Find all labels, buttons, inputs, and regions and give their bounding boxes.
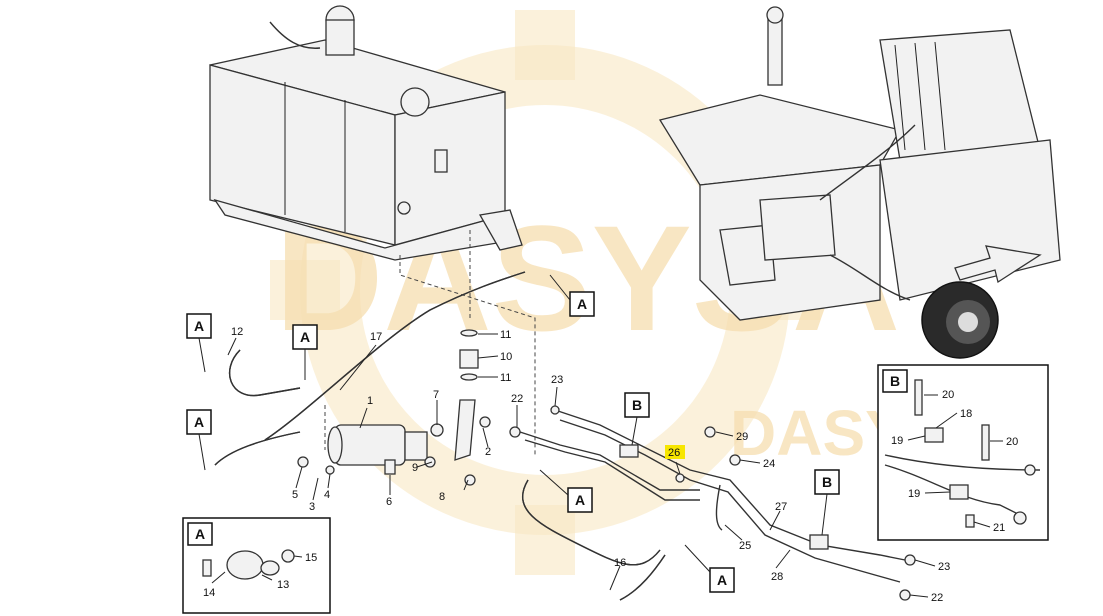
callout-25: 25 bbox=[739, 540, 751, 552]
inset-b-tag: B bbox=[890, 373, 900, 389]
inset-b-callout-20-upper: 20 bbox=[942, 389, 954, 401]
detail-tag-a6: A bbox=[684, 544, 735, 593]
callout-10: 10 bbox=[500, 351, 512, 363]
detail-tag-a2: A bbox=[186, 313, 212, 373]
detail-tag-a3: A bbox=[292, 324, 318, 380]
detail-tag-a4: A bbox=[186, 409, 212, 471]
inset-detail-a: A 14 13 15 bbox=[182, 517, 331, 614]
detail-tag-b1: B bbox=[624, 392, 650, 446]
inset-b-callout-21: 21 bbox=[993, 522, 1005, 534]
callout-1: 1 bbox=[367, 395, 373, 407]
callout-26: 26 bbox=[668, 447, 680, 459]
inset-a-callout-15: 15 bbox=[305, 552, 317, 564]
detail-tag-a1: A bbox=[549, 274, 595, 317]
inset-b-callout-19-upper: 19 bbox=[891, 435, 903, 447]
machine-chassis bbox=[658, 6, 1061, 359]
callout-3: 3 bbox=[309, 501, 315, 513]
dashed-leader-lines bbox=[324, 230, 536, 455]
svg-text:A: A bbox=[717, 572, 727, 588]
callout-6: 6 bbox=[386, 496, 392, 508]
svg-text:A: A bbox=[194, 414, 204, 430]
svg-text:B: B bbox=[822, 474, 832, 490]
callout-12: 12 bbox=[231, 326, 243, 338]
leader-lines bbox=[227, 333, 936, 598]
gear-pump bbox=[297, 329, 491, 486]
callout-7: 7 bbox=[433, 389, 439, 401]
inset-a-tag: A bbox=[195, 526, 205, 542]
callout-23-upper: 23 bbox=[551, 374, 563, 386]
inset-detail-b: B 20 18 19 20 19 21 bbox=[877, 364, 1049, 541]
callout-11-upper: 11 bbox=[500, 329, 511, 341]
main-hoses bbox=[214, 271, 666, 601]
callout-17: 17 bbox=[370, 331, 382, 343]
inset-b-callout-19-lower: 19 bbox=[908, 488, 920, 500]
callout-22-upper: 22 bbox=[511, 393, 523, 405]
callout-22-lower: 22 bbox=[931, 592, 943, 604]
detail-tag-b2: B bbox=[814, 469, 840, 536]
callout-23-lower: 23 bbox=[938, 561, 950, 573]
inset-b-callout-20-lower: 20 bbox=[1006, 436, 1018, 448]
svg-text:A: A bbox=[577, 296, 587, 312]
callout-4: 4 bbox=[324, 489, 330, 501]
callout-27: 27 bbox=[775, 501, 787, 513]
detail-tag-a5: A bbox=[539, 469, 593, 513]
inset-b-callout-18: 18 bbox=[960, 408, 972, 420]
callout-29: 29 bbox=[736, 431, 748, 443]
svg-text:A: A bbox=[300, 329, 310, 345]
svg-text:A: A bbox=[575, 492, 585, 508]
callout-11-lower: 11 bbox=[500, 372, 511, 384]
inset-a-callout-13: 13 bbox=[277, 579, 289, 591]
hydraulic-tank bbox=[209, 5, 523, 261]
callout-28: 28 bbox=[771, 571, 783, 583]
highlight-marker bbox=[665, 445, 685, 459]
callout-8: 8 bbox=[439, 491, 445, 503]
callout-24: 24 bbox=[763, 458, 775, 470]
callout-numbers: 1 2 3 4 5 6 7 8 9 10 11 11 12 16 17 22 2… bbox=[231, 326, 950, 604]
svg-text:B: B bbox=[632, 397, 642, 413]
arrow-right-icon bbox=[954, 245, 1042, 284]
inset-a-callout-14: 14 bbox=[203, 587, 215, 599]
callout-9: 9 bbox=[412, 462, 418, 474]
callout-5: 5 bbox=[292, 489, 298, 501]
svg-text:A: A bbox=[194, 318, 204, 334]
hydraulic-lines bbox=[509, 405, 916, 601]
callout-16: 16 bbox=[614, 557, 626, 569]
callout-2: 2 bbox=[485, 446, 491, 458]
